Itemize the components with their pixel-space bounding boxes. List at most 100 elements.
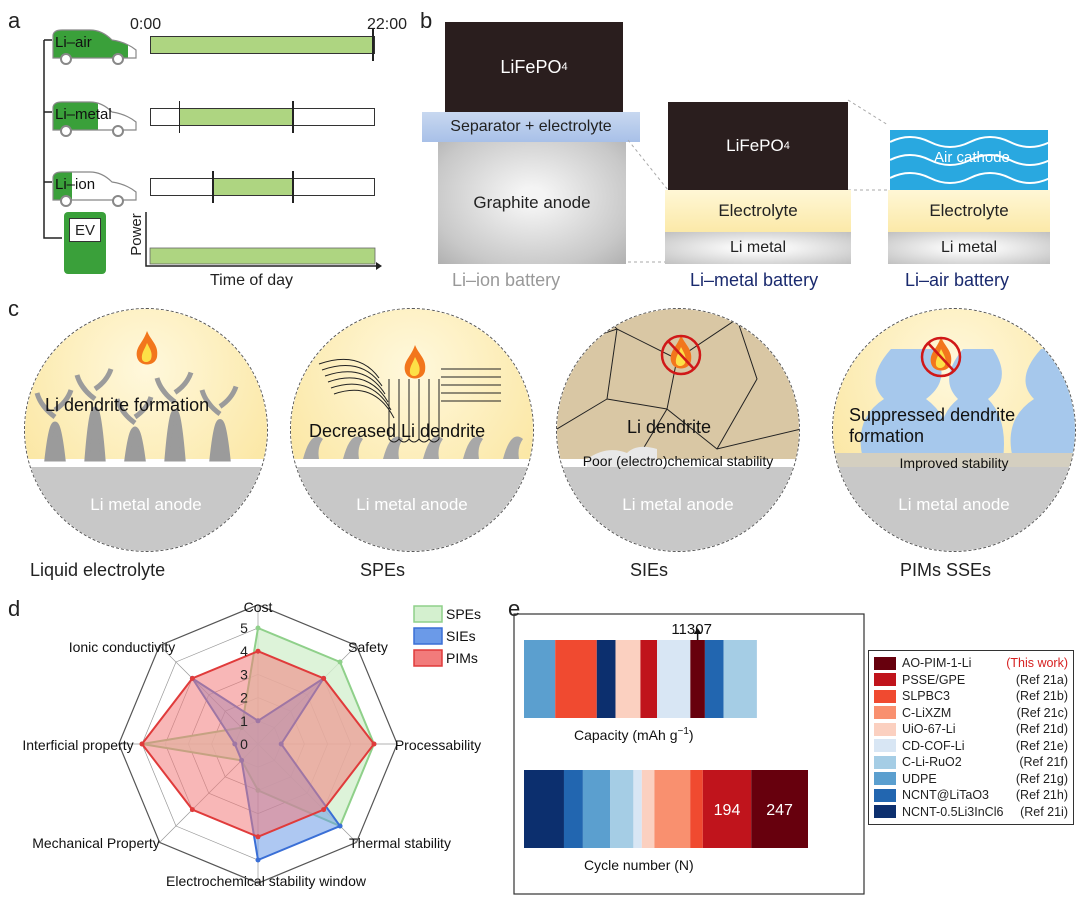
legend-swatch bbox=[874, 689, 896, 703]
legend-item: UDPE(Ref 21g) bbox=[874, 771, 1068, 788]
electrolyte-region bbox=[291, 309, 533, 459]
circle-text: Li dendrite formation bbox=[45, 395, 210, 415]
grain-boundary bbox=[606, 398, 668, 410]
charge-bar-fill bbox=[151, 37, 373, 53]
circle-caption: PIMs SSEs bbox=[900, 560, 992, 580]
bar-segment bbox=[633, 770, 642, 848]
radar-point bbox=[337, 659, 343, 665]
anode-label: Li metal anode bbox=[90, 495, 202, 514]
liion-caption: Li–ion battery bbox=[452, 270, 561, 290]
limetal-caption: Li–metal battery bbox=[690, 270, 819, 290]
dendrite bbox=[199, 385, 239, 462]
legend-ref: (Ref 21f) bbox=[1019, 755, 1068, 770]
radar-axis-label: Interficial property bbox=[22, 737, 133, 753]
polymer-domain bbox=[1010, 349, 1075, 459]
car-wheel bbox=[112, 125, 124, 137]
circle-text: Li dendrite bbox=[627, 417, 712, 437]
radar-legend-label: PIMs bbox=[446, 650, 478, 666]
radar-tick-label: 2 bbox=[240, 690, 248, 706]
bar-segment bbox=[690, 770, 703, 848]
legend-name: SLPBC3 bbox=[902, 689, 950, 704]
bar-segment bbox=[555, 640, 597, 718]
circle-text: Decreased Li dendrite bbox=[309, 421, 486, 441]
radar-tick-label: 5 bbox=[240, 620, 248, 636]
bar-group-label: Cycle number (N) bbox=[584, 857, 694, 873]
grain-boundary bbox=[716, 318, 758, 450]
fire-icon bbox=[660, 334, 702, 376]
legend-ref: (Ref 21e) bbox=[1015, 738, 1068, 753]
grain-boundary bbox=[666, 358, 799, 450]
legend-swatch bbox=[874, 656, 896, 670]
liair-metal-label: Li metal bbox=[940, 239, 998, 256]
separator-label: Separator + electrolyte bbox=[450, 118, 612, 135]
electrolyte-region bbox=[557, 309, 799, 459]
legend-swatch bbox=[874, 706, 896, 720]
bar-segment bbox=[654, 770, 691, 848]
time-end: 22:00 bbox=[367, 16, 408, 33]
legend-swatch bbox=[874, 739, 896, 753]
legend-item: UiO-67-Li(Ref 21d) bbox=[874, 721, 1068, 738]
legend-ref: (Ref 21i) bbox=[1020, 804, 1068, 819]
graphite-anode: Graphite anode bbox=[438, 142, 626, 264]
fire-icon bbox=[136, 331, 158, 365]
bar-segment bbox=[640, 640, 658, 718]
panel-label-b: b bbox=[420, 8, 433, 33]
legend-swatch bbox=[874, 788, 896, 802]
car-label: Li–ion bbox=[55, 176, 96, 193]
charge-end-tick bbox=[292, 101, 294, 133]
bar-group-label-end: ) bbox=[689, 727, 694, 743]
anode-label: Li metal anode bbox=[898, 495, 1010, 514]
radar-tick-label: 0 bbox=[240, 736, 248, 752]
interphase-layer bbox=[833, 453, 1075, 467]
radar-tick-label: 4 bbox=[240, 643, 248, 659]
time-start: 0:00 bbox=[130, 16, 162, 33]
dendrite bbox=[383, 436, 403, 459]
bar-segment bbox=[610, 770, 634, 848]
legend-ref: (Ref 21b) bbox=[1015, 689, 1068, 704]
polymer-chain bbox=[324, 371, 386, 395]
legend-item: C-Li-RuO2(Ref 21f) bbox=[874, 754, 1068, 771]
li-metal-anode bbox=[25, 467, 267, 551]
radar-point bbox=[255, 648, 261, 654]
panel-label-e: e bbox=[508, 596, 521, 621]
limetal-cathode-label: LiFePO bbox=[726, 136, 784, 155]
charge-bar bbox=[150, 29, 375, 61]
anode-label: Li metal anode bbox=[356, 495, 468, 514]
legend-name: PSSE/GPE bbox=[902, 672, 966, 687]
legend-ref: (This work) bbox=[1006, 656, 1068, 671]
bar-segment bbox=[723, 640, 757, 718]
bar-segment bbox=[615, 640, 641, 718]
car-outline bbox=[52, 29, 137, 59]
panel-label-c: c bbox=[8, 296, 19, 321]
car-icon: Li–air bbox=[50, 28, 142, 66]
legend-name: CD-COF-Li bbox=[902, 738, 965, 753]
dendrite bbox=[343, 436, 363, 459]
bar-group-label: Capacity (mAh g−1) bbox=[574, 726, 694, 743]
li-metal-anode bbox=[833, 467, 1075, 551]
limetal-electrolyte-label: Electrolyte bbox=[718, 201, 798, 220]
charge-bar bbox=[150, 171, 375, 203]
legend-ref: (Ref 21h) bbox=[1015, 788, 1068, 803]
bar-legend: AO-PIM-1-Li(This work)PSSE/GPE(Ref 21a)S… bbox=[868, 650, 1074, 825]
electrolyte-circle: Li metal anode Li dendrite formation bbox=[24, 308, 268, 552]
electrolyte-circle: Li metal anode Decreased Li dendrite bbox=[290, 308, 534, 552]
car-icon: Li–metal bbox=[50, 100, 142, 138]
dendrite-drawing bbox=[833, 336, 1075, 467]
radar-point bbox=[255, 857, 261, 863]
li-metal-anode bbox=[557, 467, 799, 551]
peak-label: 11307 bbox=[671, 621, 712, 638]
air-cathode: Air cathode bbox=[890, 130, 1048, 190]
legend-ref: (Ref 21d) bbox=[1015, 722, 1068, 737]
circle-caption: SIEs bbox=[630, 560, 669, 580]
graphite-anode-label: Graphite anode bbox=[473, 193, 591, 212]
dendrite bbox=[114, 396, 154, 462]
liion-cathode-sub: 4 bbox=[561, 61, 568, 73]
bar-segment bbox=[524, 770, 564, 848]
ev-label: EV bbox=[69, 218, 101, 242]
charge-bar-fill bbox=[179, 109, 294, 125]
anode-label: Li metal anode bbox=[622, 495, 734, 514]
car-outline bbox=[52, 171, 137, 201]
